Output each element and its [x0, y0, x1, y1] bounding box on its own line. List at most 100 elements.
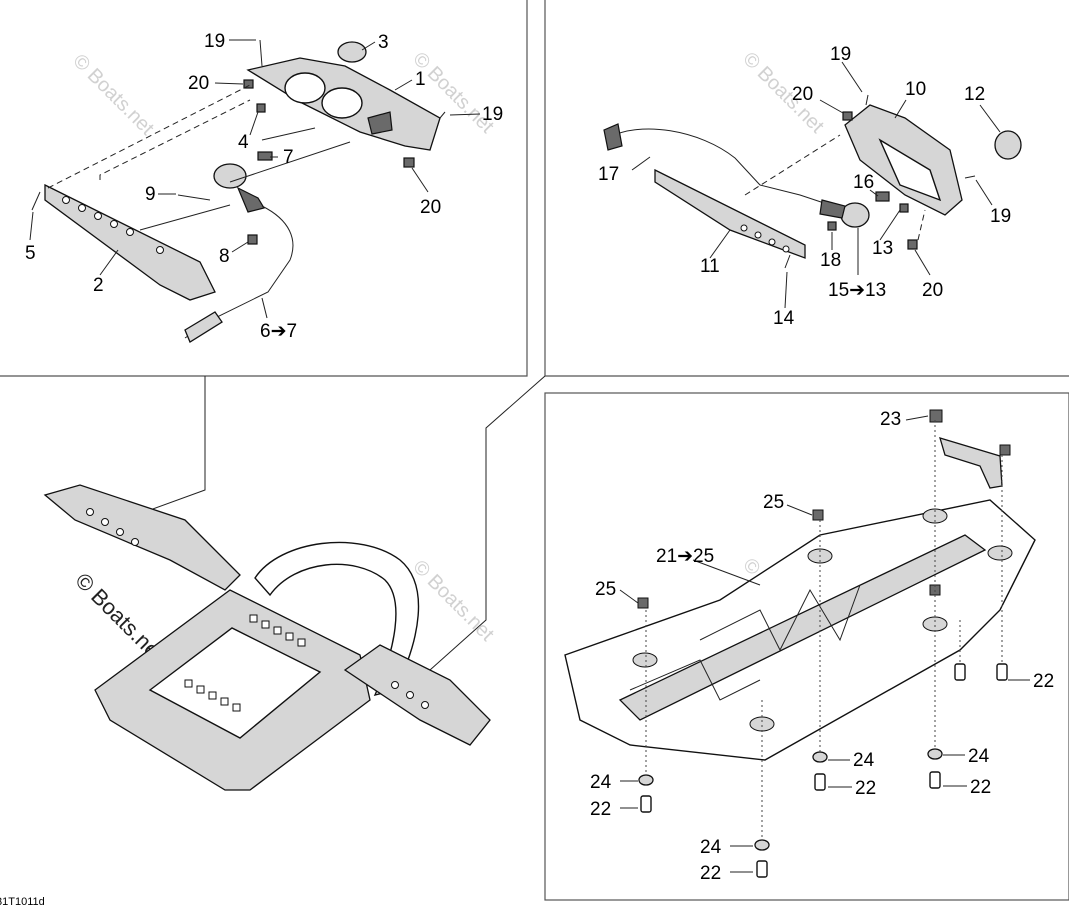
- right-bulb-socket: [819, 199, 846, 219]
- callout-4: 4: [238, 132, 249, 153]
- right-screw-19b: [964, 175, 976, 179]
- callout-17: 17: [598, 164, 619, 185]
- callout-21-to-25: 21➔25: [656, 546, 714, 567]
- callout-22: 22: [970, 777, 991, 798]
- skid-nut-25b: [637, 597, 649, 609]
- left-harness-connector: [184, 311, 223, 343]
- skid-plate-rail: [618, 534, 987, 721]
- panel-frame-right-tail-light: [544, 0, 1069, 377]
- right-clip-13: [899, 203, 909, 213]
- assembly-dashed-line: [47, 84, 251, 189]
- skid-plate-assembly: [564, 409, 1036, 878]
- callout-19: 19: [990, 206, 1011, 227]
- callout-11: 11: [700, 256, 720, 277]
- callout-16: 16: [853, 172, 874, 193]
- panel-frame-skid-plate: [544, 392, 1069, 901]
- drawing-code: 31T1011d: [0, 896, 45, 907]
- callout-7: 7: [283, 147, 294, 168]
- watermarks: © Boats.net © Boats.net © Boats.net © Bo…: [68, 48, 828, 667]
- right-grommet-16: [875, 191, 890, 202]
- panel-frame-left-tail-light: [0, 0, 528, 377]
- left-housing-bracket: [367, 111, 393, 135]
- right-screw-19: [865, 94, 869, 106]
- callout-24: 24: [853, 750, 875, 771]
- assembly-dashed-line: [744, 134, 841, 196]
- callout-25: 25: [595, 579, 616, 600]
- callout-22: 22: [590, 799, 611, 820]
- right-tail-light-assembly: [603, 94, 1022, 269]
- callout-22: 22: [700, 863, 721, 884]
- callout-20: 20: [792, 84, 813, 105]
- skid-nut: [999, 444, 1011, 456]
- right-harness-connector: [603, 123, 623, 151]
- callout-19: 19: [204, 31, 225, 52]
- left-bulb-socket: [236, 186, 265, 213]
- skid-plate-strap: [939, 437, 1003, 489]
- rear-frame-opening: [148, 627, 322, 739]
- callout-24: 24: [700, 837, 722, 858]
- left-screw-9: [177, 194, 211, 201]
- callout-labels: 19 3 1 20 19 4 7 9 20 5 8 2 6➔7 19 10 20…: [25, 31, 1054, 884]
- left-nut-20: [243, 79, 254, 89]
- left-grommet-7: [257, 151, 273, 161]
- callout-19: 19: [482, 104, 503, 125]
- callout-leaders: [29, 39, 1030, 873]
- right-screw-14: [784, 254, 791, 269]
- callout-24: 24: [590, 772, 612, 793]
- right-housing-cavity: [878, 138, 942, 202]
- skid-fasteners: [638, 663, 1008, 878]
- left-panel-pointer: [149, 376, 206, 511]
- left-screw-19b: [439, 111, 446, 119]
- right-harness-wire: [607, 128, 831, 206]
- callout-22: 22: [855, 778, 876, 799]
- callout-20: 20: [188, 73, 209, 94]
- right-nut-20: [907, 239, 918, 250]
- rear-right-light-installed: [343, 644, 491, 746]
- left-nut-8: [247, 234, 258, 245]
- callout-14: 14: [773, 308, 795, 329]
- callout-5: 5: [25, 243, 36, 264]
- left-nut-20b: [403, 157, 415, 168]
- skid-plate-rib: [629, 659, 761, 701]
- left-tail-light-assembly: [31, 39, 446, 343]
- callout-6-to-7: 6➔7: [260, 321, 297, 342]
- skid-nut-23: [929, 409, 943, 423]
- callout-22: 22: [1033, 671, 1054, 692]
- right-mount-bracket: [654, 168, 806, 259]
- assembly-arrow: [229, 141, 351, 183]
- callout-20: 20: [420, 197, 441, 218]
- callout-19: 19: [830, 44, 851, 65]
- watermark-text: © Boats.net: [738, 48, 828, 138]
- callout-20: 20: [922, 280, 943, 301]
- left-screw-19: [259, 39, 263, 67]
- left-harness-wire: [184, 205, 294, 339]
- left-mount-bracket: [44, 183, 216, 301]
- left-bulb-globe: [213, 163, 247, 189]
- rear-frame-assembly: [43, 484, 491, 791]
- assembly-arrow: [261, 127, 316, 141]
- left-screw-5: [31, 191, 41, 211]
- assembly-dashed-line: [917, 209, 926, 241]
- watermark-text: © Boats.net: [408, 556, 498, 646]
- skid-plate-rib: [699, 584, 861, 652]
- left-clip-4: [256, 103, 266, 113]
- callout-9: 9: [145, 184, 156, 205]
- assembly-dashed-line: [99, 99, 251, 180]
- right-lens-cap: [994, 130, 1022, 160]
- rear-left-light-installed: [43, 484, 241, 591]
- right-nut-20b: [842, 111, 853, 121]
- assembly-arrow: [139, 204, 231, 231]
- watermark-text: © Boats.net: [68, 50, 158, 140]
- callout-25: 25: [763, 492, 784, 513]
- left-housing-bore: [284, 72, 326, 104]
- callout-13: 13: [872, 238, 893, 259]
- callout-8: 8: [219, 246, 230, 267]
- right-panel-pointer: [429, 375, 546, 671]
- callout-23: 23: [880, 409, 901, 430]
- right-nut-18: [827, 221, 837, 231]
- callout-18: 18: [820, 250, 841, 271]
- callout-12: 12: [964, 84, 985, 105]
- callout-10: 10: [905, 79, 926, 100]
